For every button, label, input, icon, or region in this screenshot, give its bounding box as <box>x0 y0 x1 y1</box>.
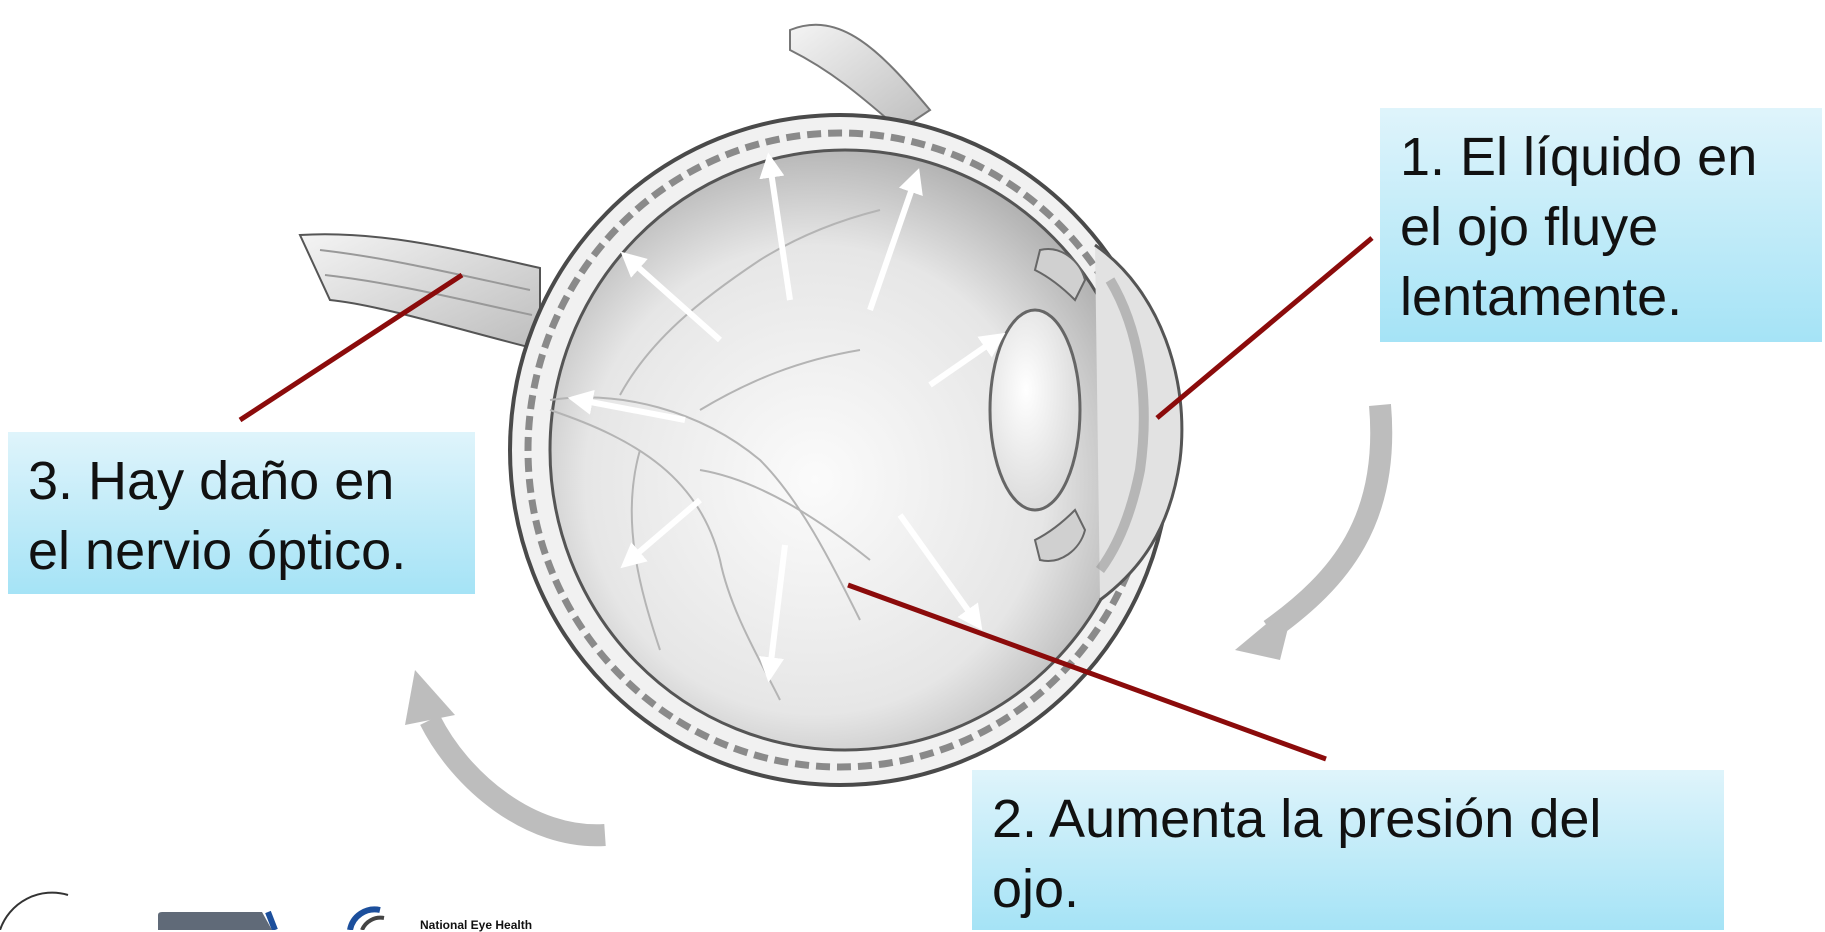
cornea <box>1095 245 1182 600</box>
lens <box>990 310 1080 510</box>
callout-step-2-line: ojo. <box>992 854 1704 924</box>
hhs-seal-logo <box>0 893 68 930</box>
callout-step-2-line: 2. Aumenta la presión del <box>992 784 1704 854</box>
callout-step-3-line: el nervio óptico. <box>28 516 455 586</box>
callout-step-1-line: lentamente. <box>1400 262 1802 332</box>
optic-nerve <box>300 234 540 350</box>
callout-step-1: 1. El líquido en el ojo fluye lentamente… <box>1380 108 1822 342</box>
callout-step-1-line: el ojo fluye <box>1400 192 1802 262</box>
nei-logo <box>158 912 275 930</box>
callout-step-1-line: 1. El líquido en <box>1400 122 1802 192</box>
callout-step-3: 3. Hay daño en el nervio óptico. <box>8 432 475 594</box>
callout-step-3-line: 3. Hay daño en <box>28 446 455 516</box>
nehep-logo <box>350 909 384 930</box>
callout-step-2: 2. Aumenta la presión del ojo. <box>972 770 1724 930</box>
